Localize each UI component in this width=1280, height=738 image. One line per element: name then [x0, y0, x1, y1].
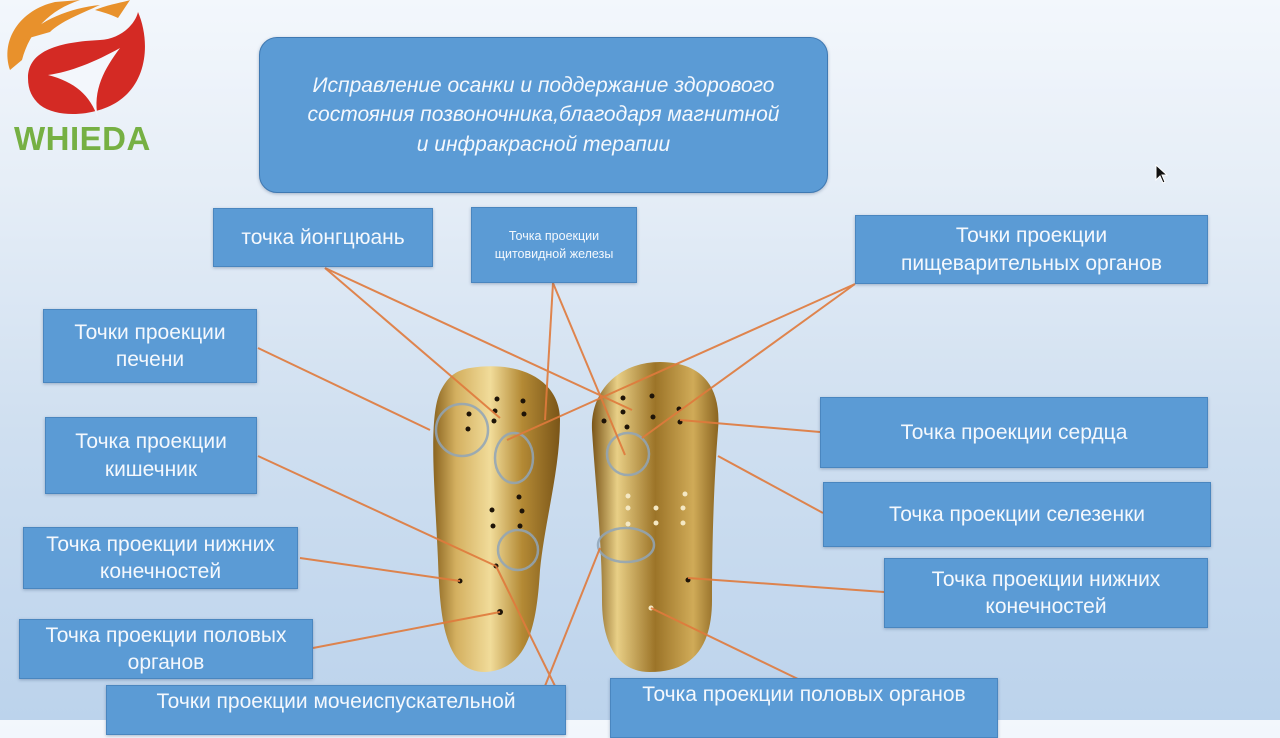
label-genitals-right: Точка проекции половых органов — [610, 678, 998, 738]
label-thyroid-point: Точка проекции щитовидной железы — [471, 207, 637, 283]
label-heart-point: Точка проекции сердца — [820, 397, 1208, 468]
label-spleen-point: Точка проекции селезенки — [823, 482, 1211, 547]
label-lower-limbs-left: Точка проекции нижних конечностей — [23, 527, 298, 589]
label-yongquan-point: точка йонгцюань — [213, 208, 433, 267]
flame-leaf-logo-icon — [7, 0, 145, 118]
label-liver-points: Точки проекции печени — [43, 309, 257, 383]
title-box: Исправление осанки и поддержание здорово… — [259, 37, 828, 193]
left-insole — [433, 366, 560, 672]
label-intestine-point: Точка проекции кишечник — [45, 417, 257, 494]
label-digestive-points: Точки проекции пищеварительных органов — [855, 215, 1208, 284]
label-urinary-points: Точки проекции мочеиспускательной — [106, 685, 566, 735]
brand-name: WHIEDA — [14, 120, 151, 157]
connector-lines — [257, 267, 885, 687]
label-genitals-left: Точка проекции половых органов — [19, 619, 313, 679]
whieda-logo: WHIEDA — [0, 0, 180, 165]
label-lower-limbs-right: Точка проекции нижних конечностей — [884, 558, 1208, 628]
right-insole — [591, 362, 719, 672]
mouse-cursor-icon — [1155, 164, 1169, 184]
